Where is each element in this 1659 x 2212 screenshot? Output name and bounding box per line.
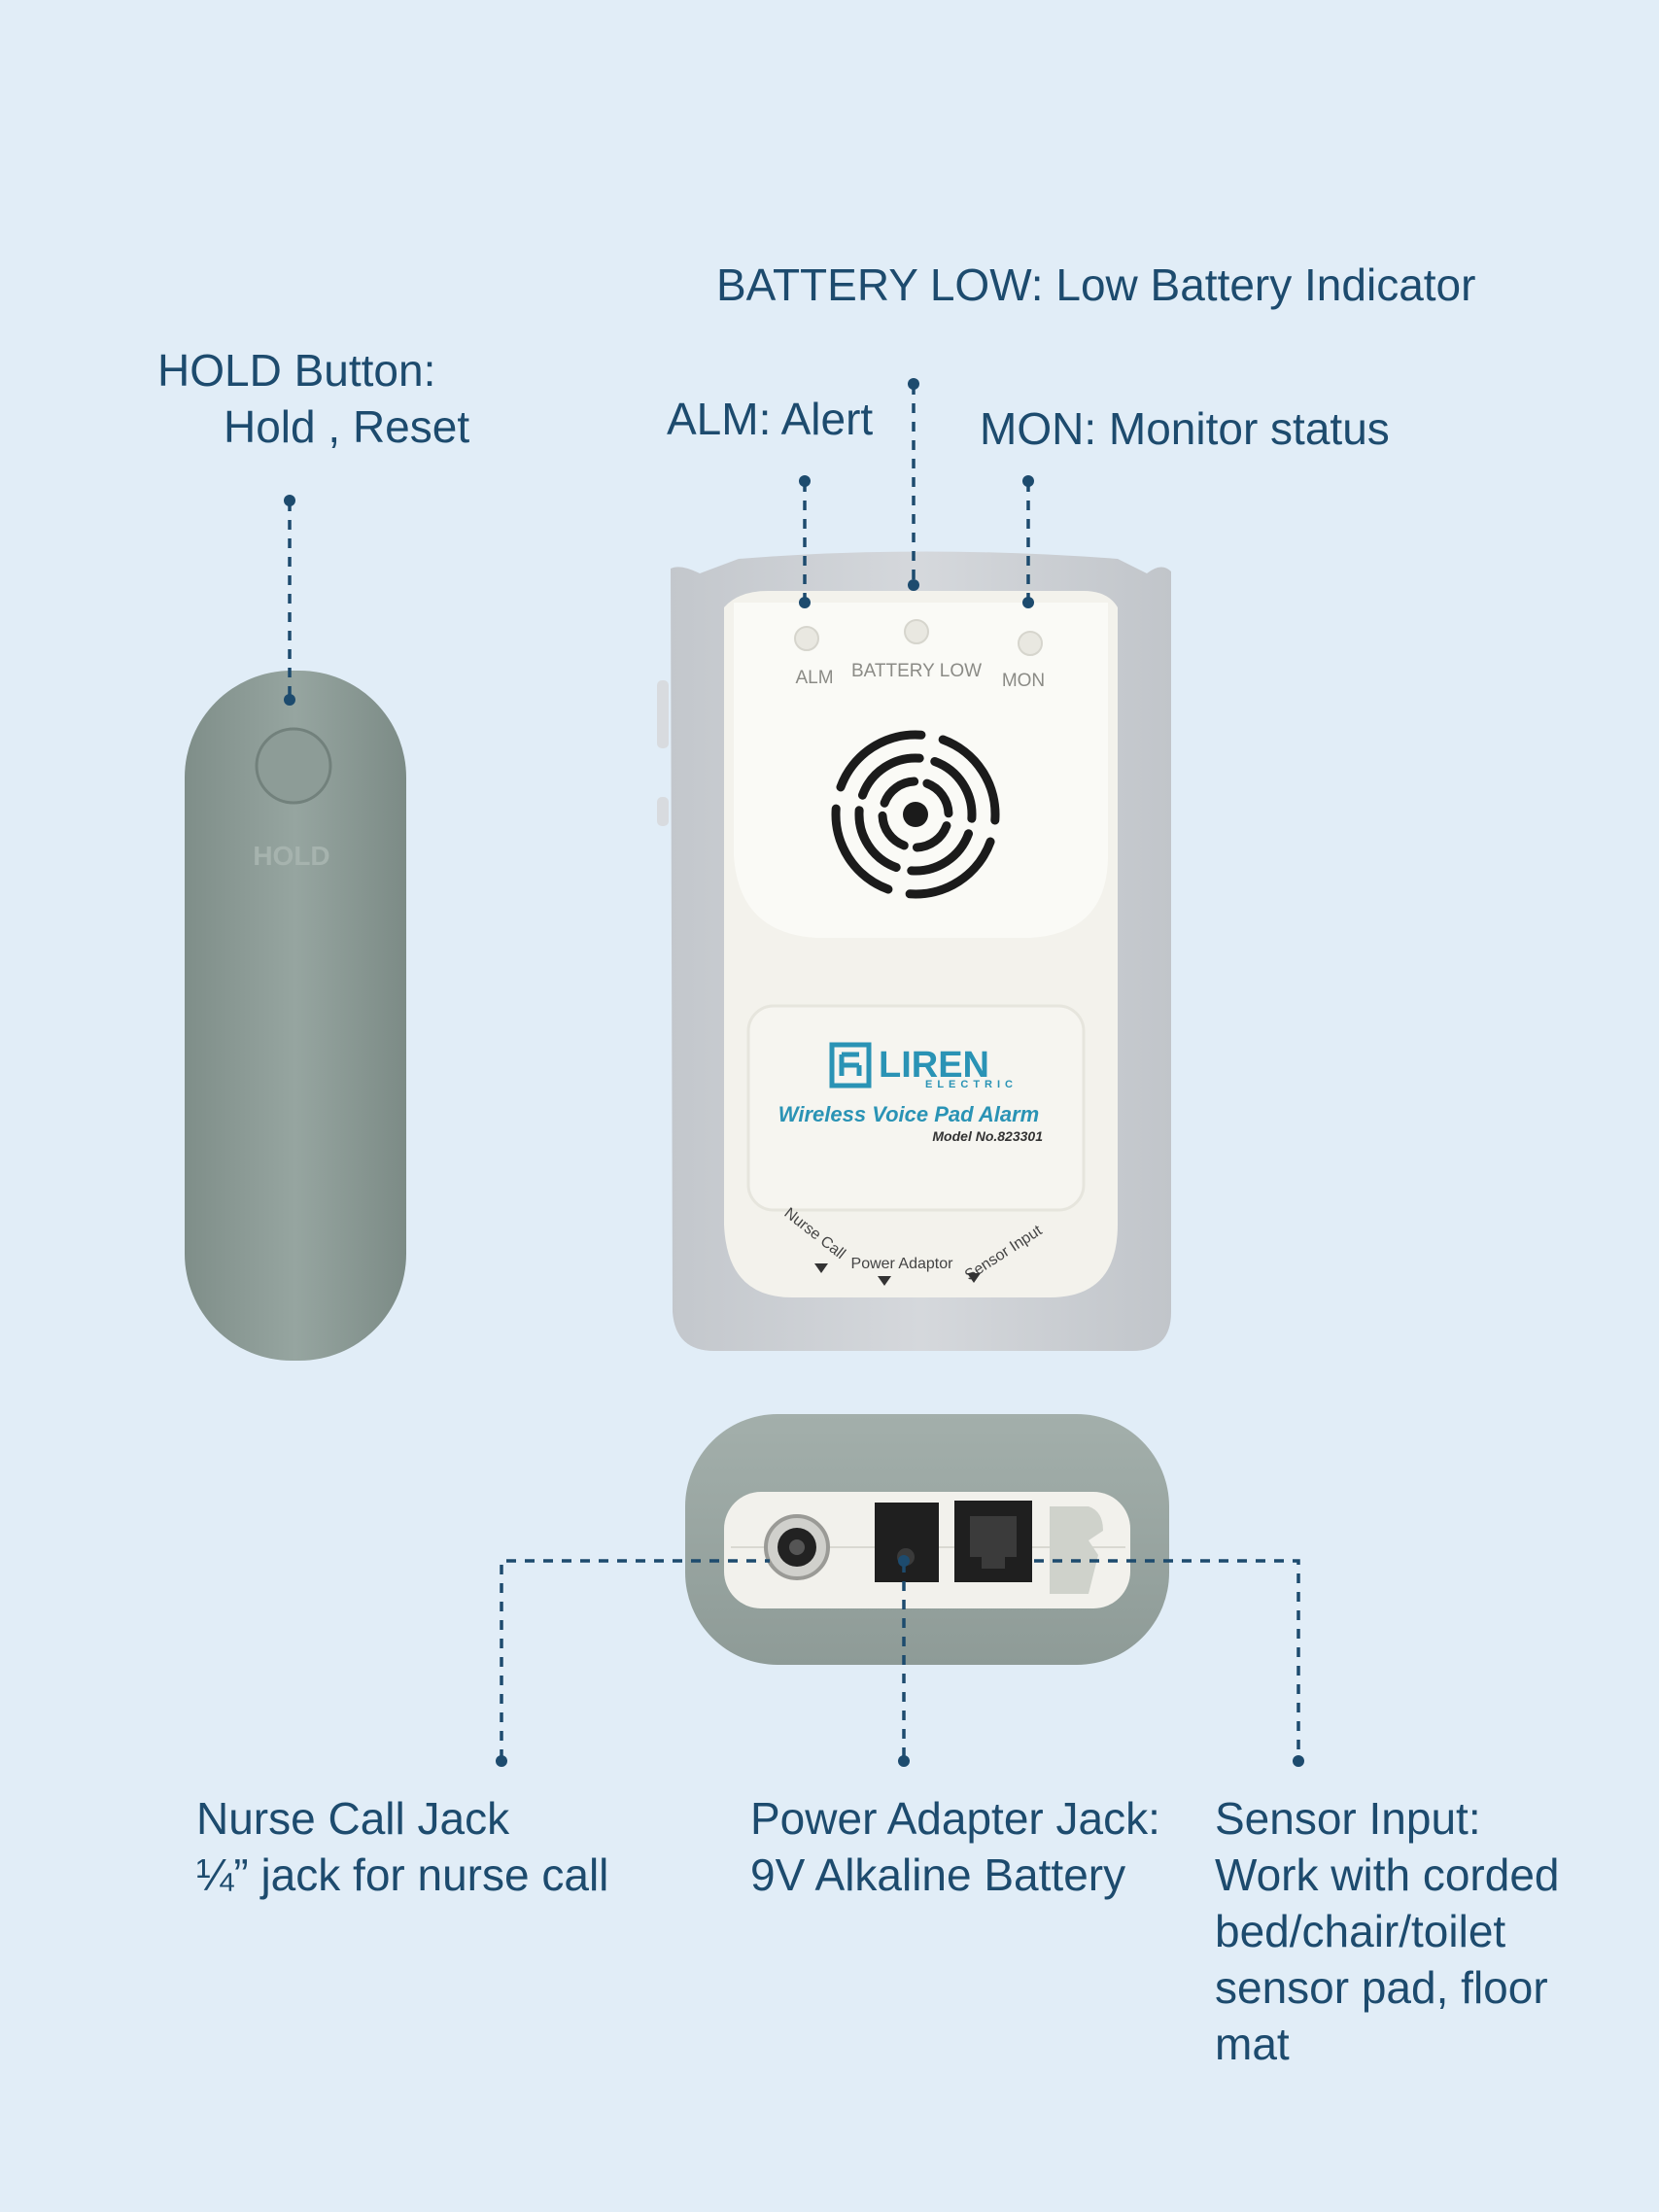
callout-mon: MON: Monitor status	[980, 403, 1390, 454]
upper-panel	[734, 603, 1108, 938]
front-view: ALM BATTERY LOW MON LIREN ELECTRIC Wirel…	[657, 551, 1171, 1351]
hold-button[interactable]	[255, 727, 332, 805]
port-label-power: Power Adaptor	[851, 1256, 954, 1272]
speaker-icon	[831, 730, 1000, 899]
leader-lines	[288, 385, 1300, 1759]
brand-subtitle: ELECTRIC	[925, 1079, 1018, 1090]
callout-hold: HOLD Button: Hold , Reset	[157, 342, 469, 455]
arrow-sensor	[967, 1273, 981, 1283]
callout-sensor: Sensor Input: Work with corded bed/chair…	[1215, 1790, 1560, 2072]
hold-button-label: HOLD	[253, 841, 329, 871]
side-view: HOLD	[185, 671, 406, 1361]
callout-battery-low: BATTERY LOW: Low Battery Indicator	[716, 259, 1476, 310]
callout-hold-title: HOLD Button:	[157, 345, 436, 396]
led-mon-label: MON	[1002, 671, 1045, 691]
side-case	[185, 671, 406, 1361]
led-alm	[794, 626, 819, 651]
bottom-view	[685, 1414, 1169, 1665]
side-bump	[657, 680, 669, 748]
power-adapter-jack[interactable]	[875, 1503, 939, 1582]
callout-sensor-desc-2: bed/chair/toilet	[1215, 1906, 1506, 1956]
callout-alm: ALM: Alert	[667, 394, 874, 444]
led-battery-low	[904, 619, 929, 644]
led-mon	[1018, 631, 1043, 656]
callout-nurse-call-desc: ¼” jack for nurse call	[196, 1849, 609, 1900]
brand-name: LIREN	[879, 1045, 989, 1086]
callout-sensor-desc-1: Work with corded	[1215, 1849, 1560, 1900]
callout-nurse-call-title: Nurse Call Jack	[196, 1793, 510, 1844]
leader-dots	[284, 378, 1304, 1767]
callout-power-title: Power Adapter Jack:	[750, 1793, 1160, 1844]
callout-power: Power Adapter Jack: 9V Alkaline Battery	[750, 1790, 1160, 1903]
led-alm-label: ALM	[795, 668, 833, 688]
product-name: Wireless Voice Pad Alarm	[778, 1102, 1039, 1126]
callout-sensor-desc-3: sensor pad, floor	[1215, 1962, 1548, 2013]
arrow-power	[878, 1276, 891, 1286]
callout-power-desc: 9V Alkaline Battery	[750, 1849, 1126, 1900]
cable-clip	[1050, 1506, 1103, 1594]
liren-logo: LIREN ELECTRIC	[829, 1042, 1018, 1090]
callout-sensor-title: Sensor Input:	[1215, 1793, 1481, 1844]
side-bump-small	[657, 797, 669, 826]
model-number: Model No.823301	[932, 1128, 1043, 1144]
arrow-nurse-call	[814, 1263, 828, 1273]
callout-sensor-desc-4: mat	[1215, 2019, 1290, 2069]
callout-nurse-call: Nurse Call Jack ¼” jack for nurse call	[196, 1790, 608, 1903]
led-battery-low-label: BATTERY LOW	[851, 661, 982, 681]
callout-hold-desc: Hold , Reset	[224, 401, 470, 452]
